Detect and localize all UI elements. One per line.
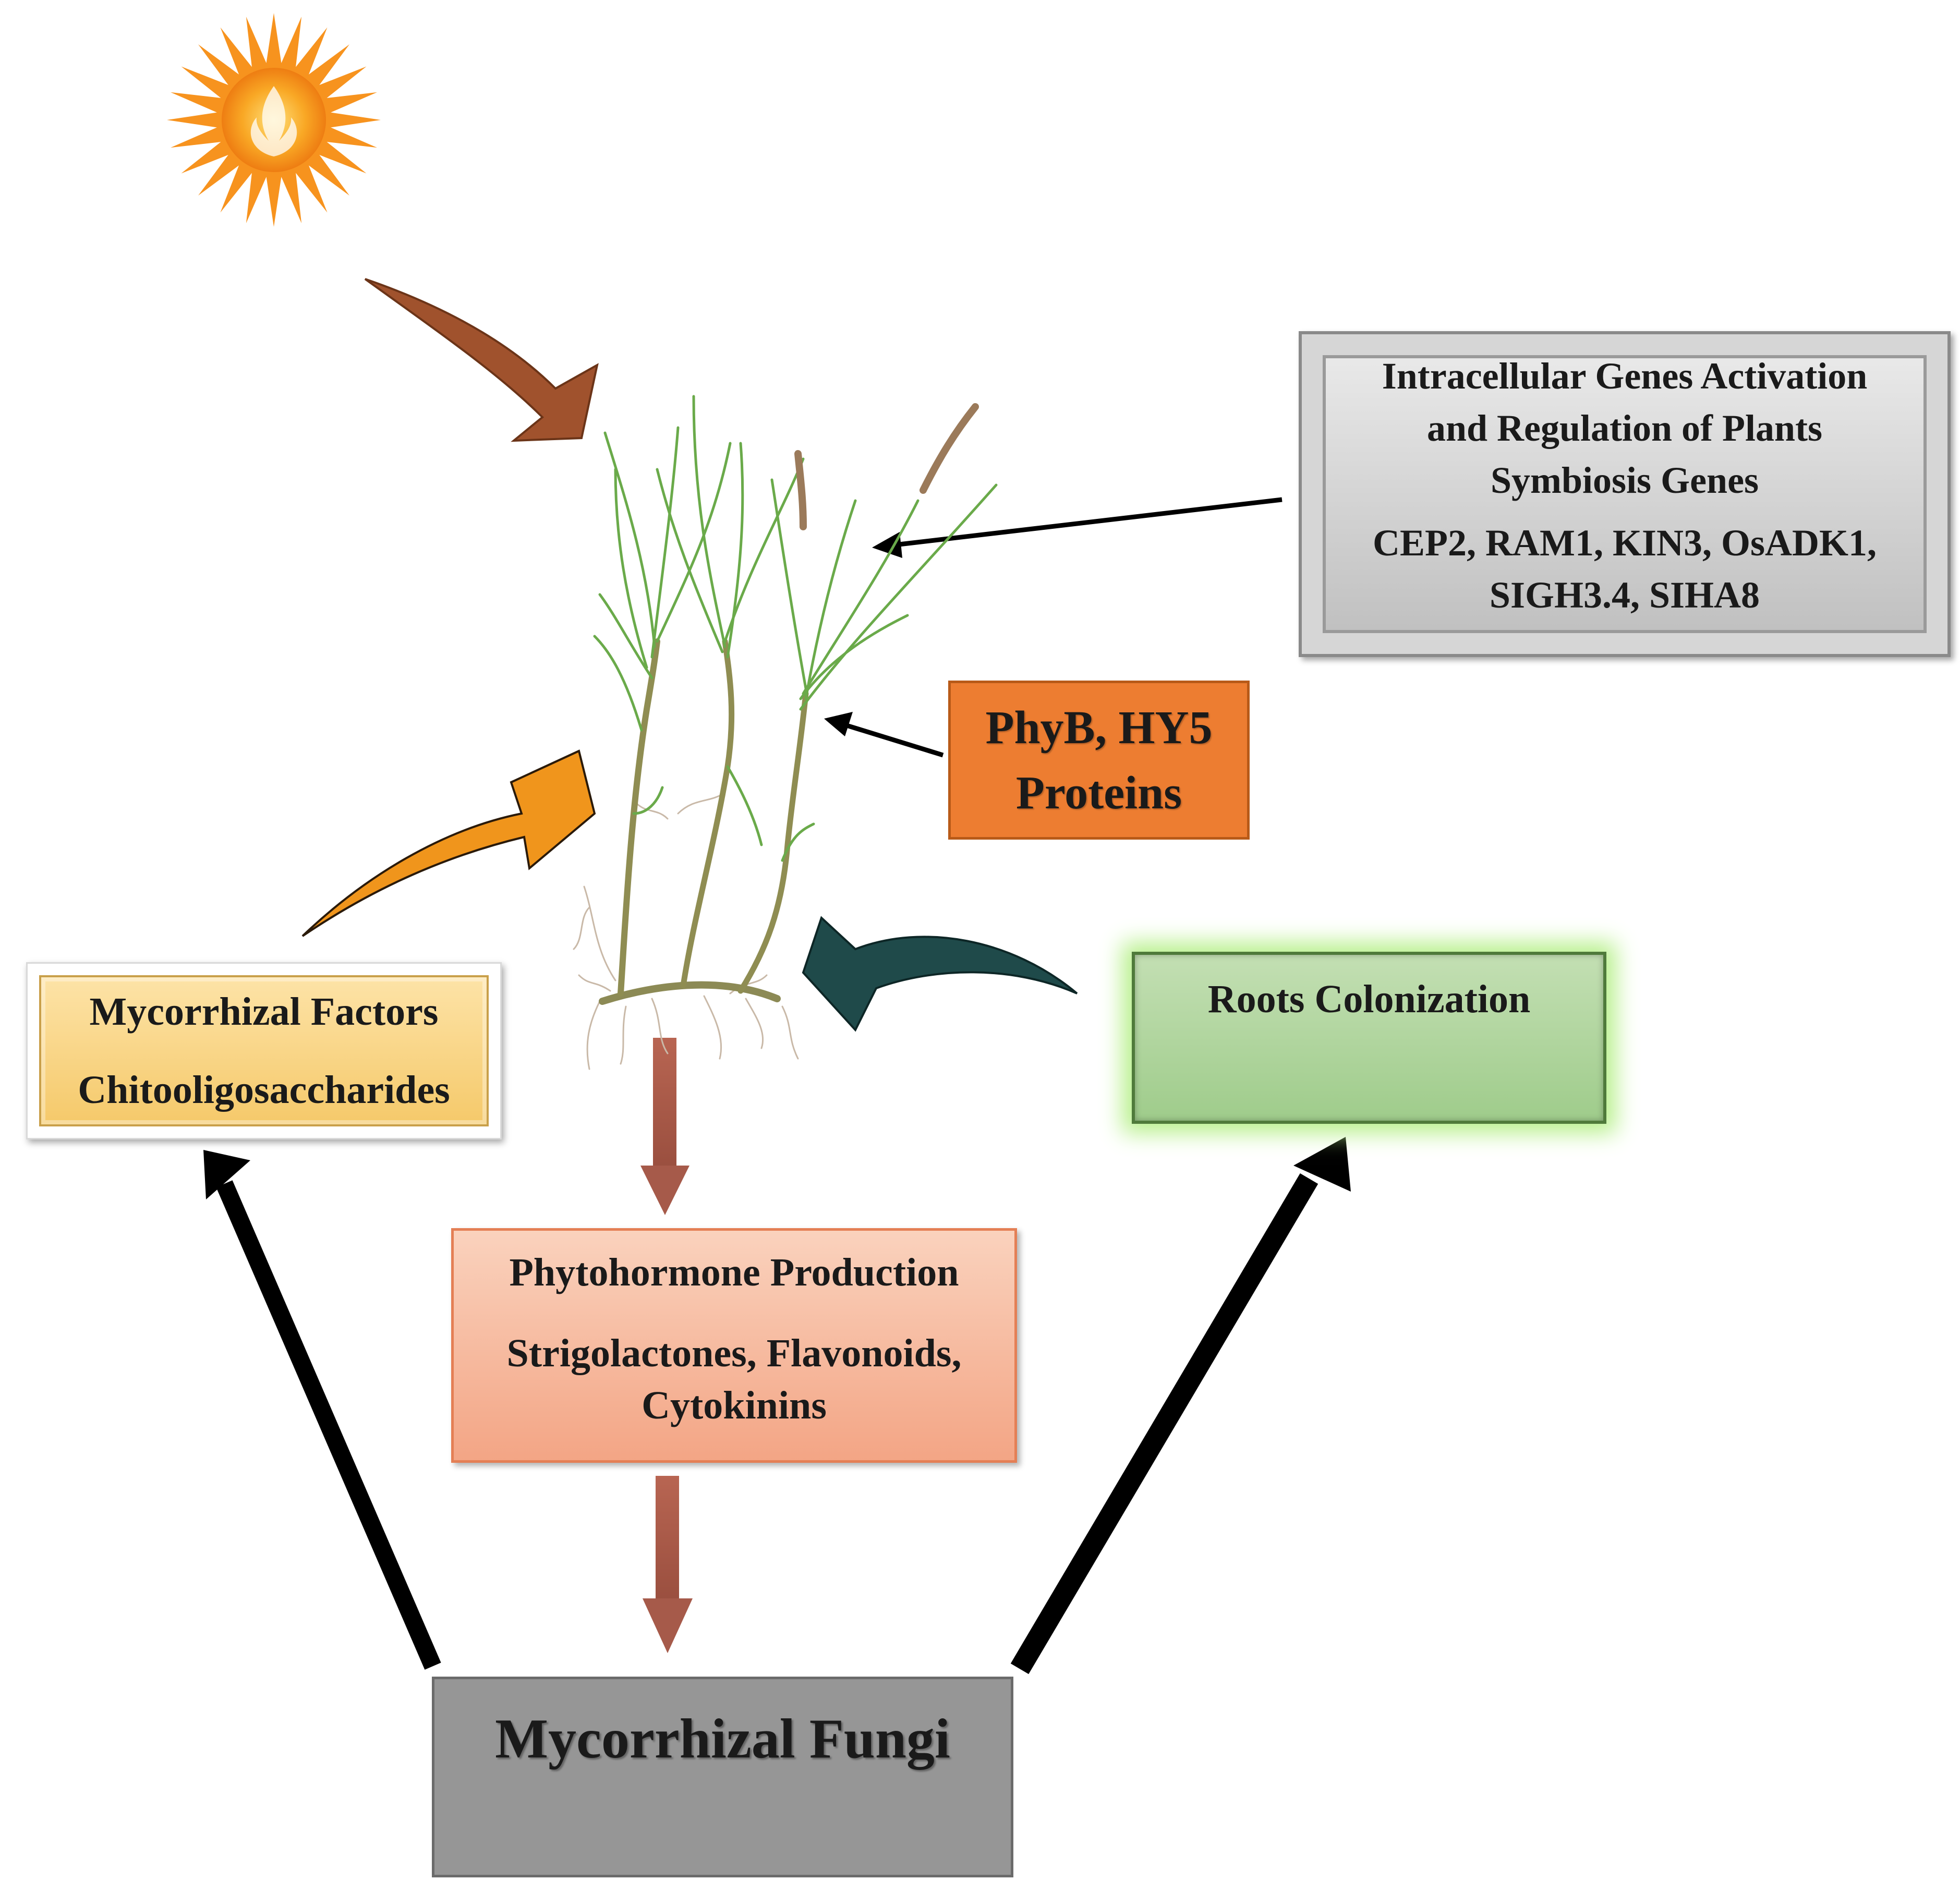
- hormone-to-fungi-arrow: [643, 1476, 693, 1653]
- light-arrow: [364, 278, 599, 442]
- genes-activation-box: Intracellular Genes Activation and Regul…: [1299, 331, 1951, 657]
- hormone-list-line-2: Cytokinins: [642, 1384, 827, 1427]
- genes-title-line-3: Symbiosis Genes: [1490, 459, 1759, 501]
- phytohormone-production-box: Phytohormone Production Strigolactones, …: [451, 1228, 1017, 1463]
- fungi-to-factors-arrow: [203, 1150, 441, 1670]
- genes-title-line-2: and Regulation of Plants: [1426, 407, 1823, 449]
- mycorrhizal-factors-box: Mycorrhizal Factors Chitooligosaccharide…: [26, 962, 502, 1139]
- grass-plant-illustration: [573, 395, 998, 1070]
- genes-list-line-1: CEP2, RAM1, KIN3, OsADK1,: [1373, 522, 1877, 564]
- plant-to-hormone-arrow: [640, 1038, 689, 1215]
- sun-icon: [167, 13, 381, 227]
- fungi-to-roots-arrow: [1010, 1137, 1351, 1675]
- fungi-label: Mycorrhizal Fungi: [495, 1708, 950, 1770]
- hormone-title: Phytohormone Production: [509, 1251, 959, 1294]
- factors-line-2: Chitooligosaccharides: [78, 1068, 450, 1112]
- phyb-hy5-box: PhyB, HY5 Proteins: [948, 681, 1250, 840]
- genes-list-line-2: SIGH3.4, SIHA8: [1489, 574, 1760, 616]
- phyb-line-2: Proteins: [1015, 767, 1182, 819]
- phyb-pointer-arrow: [824, 712, 944, 758]
- phyb-line-1: PhyB, HY5: [985, 701, 1213, 754]
- roots-colonization-box: Roots Colonization: [1132, 952, 1606, 1124]
- genes-pointer-arrow: [872, 497, 1283, 558]
- roots-colonization-label: Roots Colonization: [1207, 977, 1531, 1021]
- factors-line-1: Mycorrhizal Factors: [89, 990, 439, 1034]
- genes-title-line-1: Intracellular Genes Activation: [1382, 355, 1868, 397]
- hormone-list-line-1: Strigolactones, Flavonoids,: [506, 1331, 962, 1375]
- factor-arrow: [301, 749, 596, 937]
- colonization-arrow: [802, 916, 1078, 1032]
- mycorrhizal-fungi-box: Mycorrhizal Fungi: [432, 1677, 1013, 1877]
